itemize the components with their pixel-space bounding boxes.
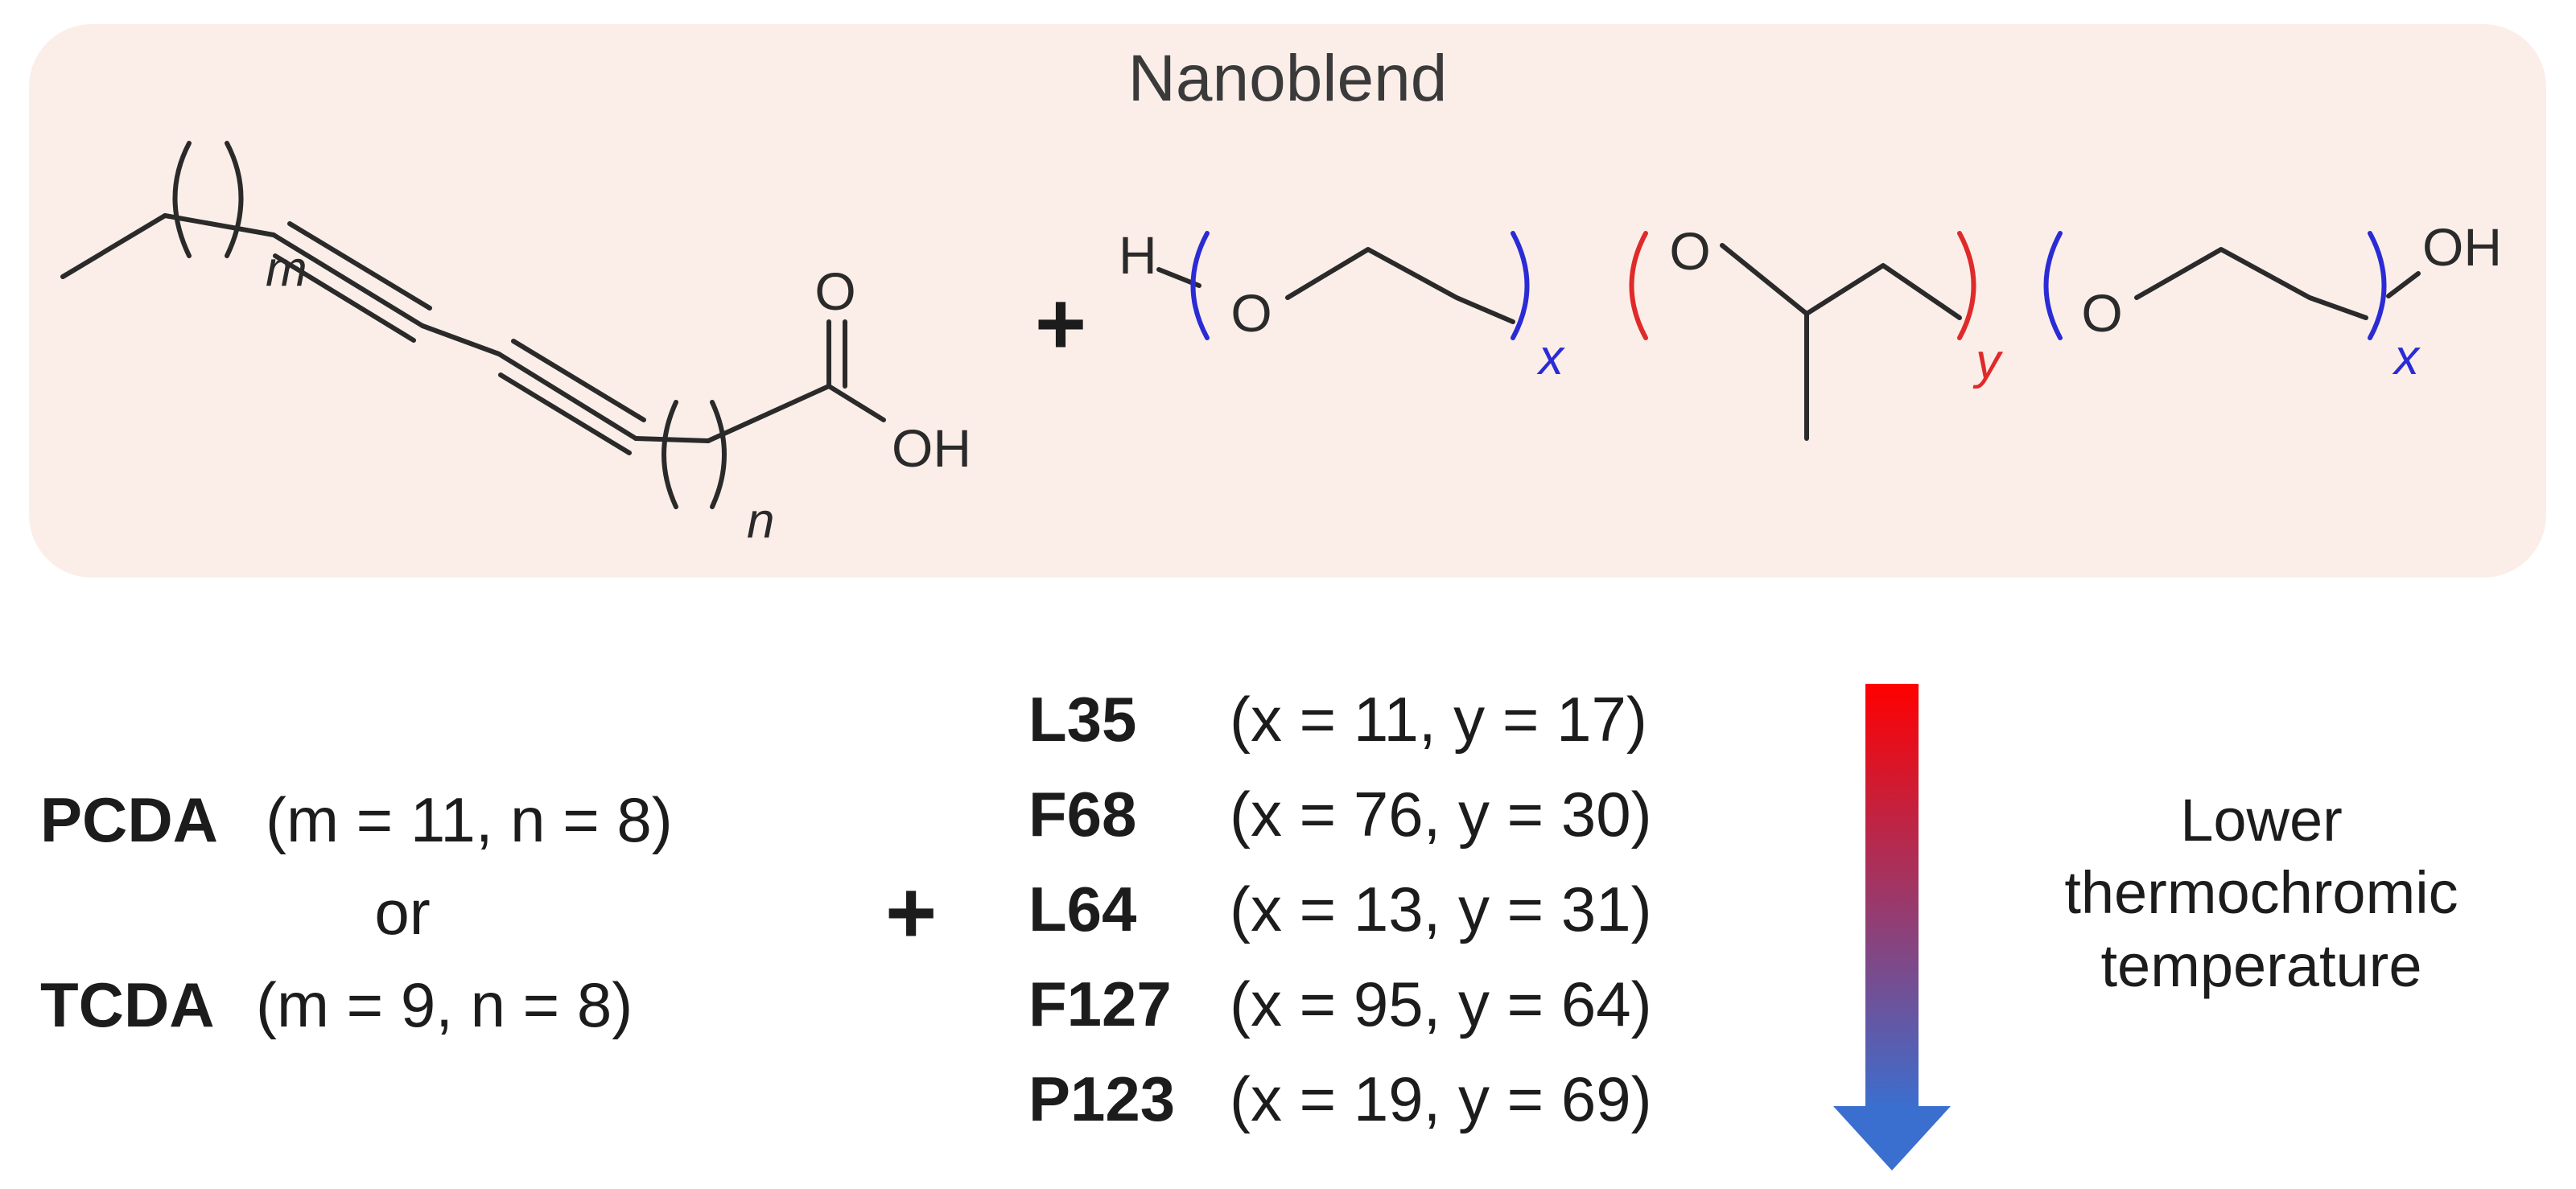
poloxamer-h: H — [1119, 225, 1157, 285]
poloxamer-row: F68 (x = 76, y = 30) — [1028, 783, 1801, 863]
acid-chain — [706, 384, 886, 443]
peo-chain-2 — [2134, 247, 2368, 320]
or-label: or — [374, 877, 431, 948]
triple-bond-2b — [511, 339, 646, 422]
acid-tcda-name: TCDA — [40, 969, 215, 1040]
peo-paren-right-2 — [2368, 231, 2387, 340]
arrow-label-line: temperature — [2100, 932, 2422, 999]
poloxamer-params: (x = 13, y = 31) — [1230, 874, 1652, 944]
acid-pcda-name: PCDA — [40, 784, 219, 855]
poloxamer-name: L35 — [1028, 684, 1137, 755]
triple-bond-2c — [498, 372, 632, 455]
panel-title: Nanoblend — [1128, 42, 1448, 115]
poloxamer-structure — [1156, 243, 2421, 441]
chain-to-acid — [633, 436, 711, 443]
subscript-n: n — [747, 493, 774, 549]
poloxamer-row: L35 (x = 11, y = 17) — [1028, 688, 1801, 768]
right-paren-n — [710, 400, 727, 509]
poloxamer-row: L64 (x = 13, y = 31) — [1028, 878, 1801, 958]
nanoblend-panel — [29, 24, 2546, 578]
subscript-x-1: x — [1536, 330, 1565, 385]
acid-hydroxyl: OH — [892, 418, 971, 478]
arrow-label-line: thermochromic — [2064, 859, 2459, 927]
right-paren-m — [225, 141, 244, 258]
arrow-shaft — [1865, 684, 1919, 1110]
poloxamer-oh: OH — [2422, 217, 2502, 277]
poloxamer-name: L64 — [1028, 874, 1137, 944]
poloxamer-o-3: O — [2081, 283, 2122, 343]
poloxamer-name: P123 — [1028, 1064, 1176, 1134]
triple-bond-1b — [287, 221, 432, 311]
triple-bond-2a — [497, 352, 638, 441]
ppo-paren-left — [1629, 231, 1648, 340]
poloxamer-params: (x = 19, y = 69) — [1230, 1064, 1652, 1134]
triple-bond-1a — [271, 232, 425, 328]
poloxamer-params: (x = 95, y = 64) — [1230, 969, 1652, 1039]
poloxamer-params: (x = 11, y = 17) — [1230, 684, 1647, 755]
poloxamer-params: (x = 76, y = 30) — [1230, 779, 1652, 850]
alkyl-chain-bond-2 — [163, 213, 276, 237]
subscript-x-2: x — [2392, 330, 2421, 385]
plus-sign-top: + — [1035, 274, 1086, 373]
peo-paren-left-1 — [1190, 231, 1210, 340]
ppo-paren-right — [1957, 231, 1976, 340]
poloxamer-o-1: O — [1230, 283, 1272, 343]
thermochromic-arrow — [1833, 684, 1951, 1170]
diacetylene-acid-structure — [60, 141, 886, 509]
arrow-head — [1833, 1106, 1951, 1170]
left-paren-m — [172, 141, 192, 258]
plus-sign-bottom: + — [885, 863, 938, 962]
subscript-m: m — [266, 241, 307, 297]
carbonyl-oxygen: O — [814, 261, 855, 321]
poloxamer-name: F68 — [1028, 779, 1137, 850]
left-paren-n — [662, 400, 678, 509]
arrow-label: Lower thermochromic temperature — [1964, 784, 2559, 1002]
ppo-chain — [1720, 243, 1962, 320]
poloxamer-o-2: O — [1669, 221, 1710, 281]
acid-tcda-params: (m = 9, n = 8) — [256, 969, 633, 1040]
poloxamer-parens — [1190, 231, 2387, 340]
poloxamer-row: P123 (x = 19, y = 69) — [1028, 1068, 1801, 1148]
peo-chain-1 — [1285, 247, 1515, 324]
single-bond-link — [420, 323, 501, 356]
subscript-y: y — [1972, 334, 2004, 389]
peo-paren-right-1 — [1511, 231, 1530, 340]
poloxamer-row: F127 (x = 95, y = 64) — [1028, 973, 1801, 1053]
acid-pcda-params: (m = 11, n = 8) — [266, 784, 673, 855]
poloxamer-name: F127 — [1028, 969, 1172, 1039]
arrow-label-line: Lower — [2180, 787, 2343, 854]
triple-bond-1c — [273, 253, 416, 343]
peo-paren-left-2 — [2043, 231, 2063, 340]
alkyl-chain-bonds — [60, 213, 167, 279]
oh-bond — [2386, 271, 2421, 298]
